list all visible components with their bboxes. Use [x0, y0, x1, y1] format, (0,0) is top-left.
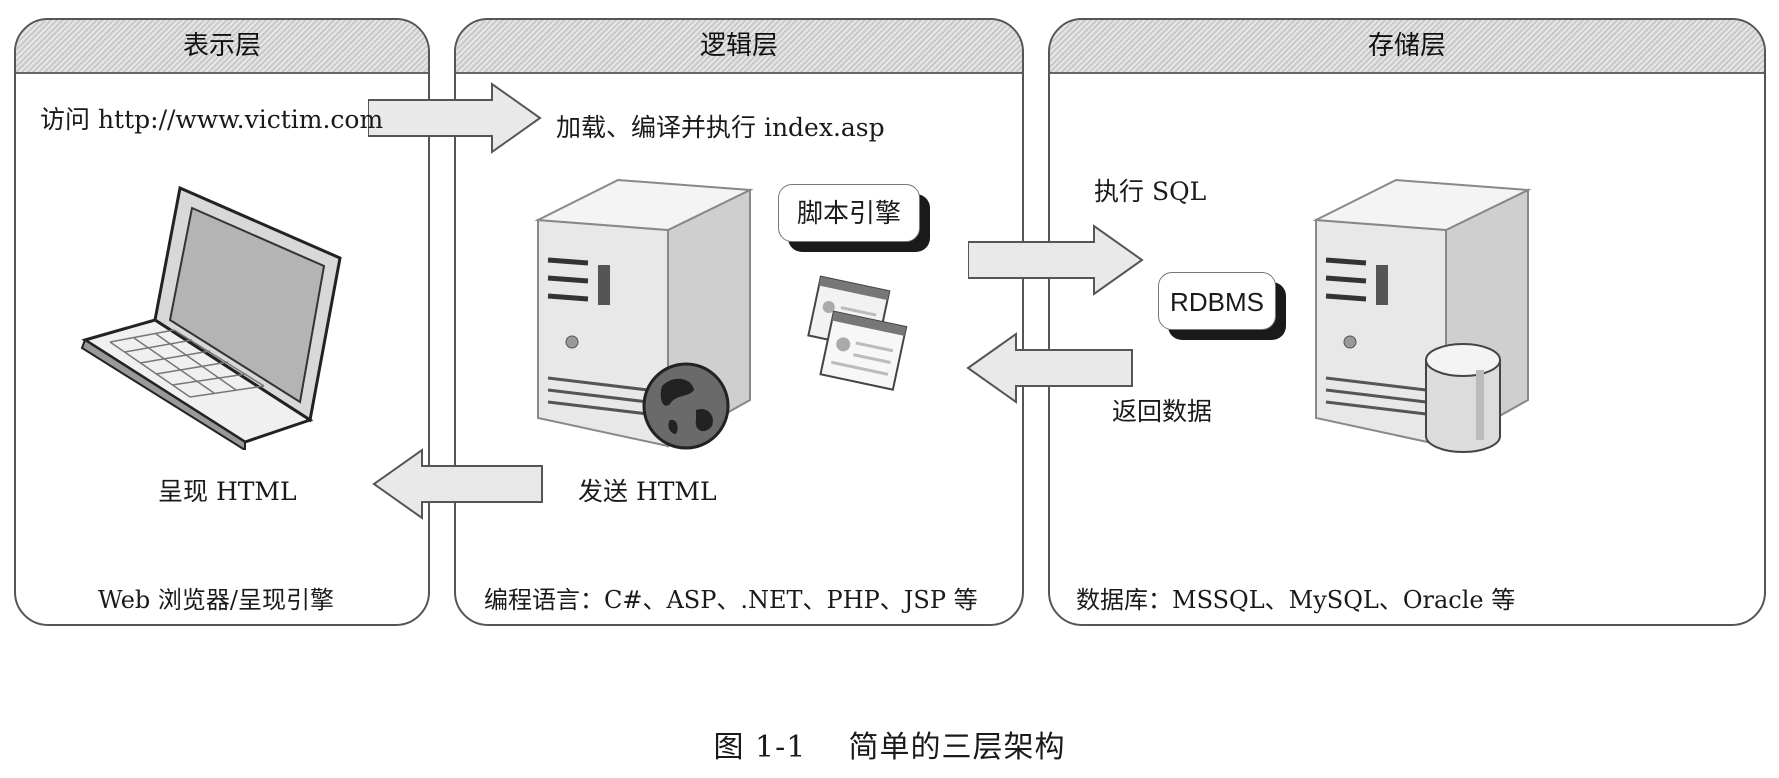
- presentation-caption: Web 浏览器/呈现引擎: [98, 586, 334, 614]
- presentation-tier-header: [16, 20, 428, 74]
- execute-sql-arrow: [968, 224, 1144, 296]
- database-server-icon: [1312, 178, 1532, 448]
- render-html-arrow: [372, 448, 543, 520]
- request-arrow: [368, 82, 542, 154]
- send-html-label: 发送 HTML: [578, 477, 717, 506]
- browser-windows-icon: [807, 275, 908, 391]
- load-execute-label: 加载、编译并执行 index.asp: [556, 113, 885, 142]
- execute-sql-label: 执行 SQL: [1094, 177, 1207, 206]
- globe-icon: [642, 362, 730, 450]
- script-engine-tag: 脚本引擎: [778, 184, 920, 242]
- logic-caption: 编程语言：C#、ASP、.NET、PHP、JSP 等: [484, 586, 978, 614]
- database-cylinder-icon: [1425, 343, 1501, 453]
- storage-tier-title: 存储层: [1367, 31, 1446, 61]
- storage-tier-header: [1050, 20, 1764, 74]
- presentation-tier-title: 表示层: [182, 31, 261, 61]
- rdbms-tag: RDBMS: [1158, 272, 1276, 330]
- laptop-icon: [80, 185, 342, 450]
- return-data-label: 返回数据: [1112, 397, 1213, 426]
- return-data-arrow: [966, 332, 1133, 404]
- visit-url-label: 访问 http://www.victim.com: [40, 105, 384, 134]
- logic-tier-title: 逻辑层: [699, 31, 778, 61]
- logic-tier-header: [456, 20, 1022, 74]
- storage-caption: 数据库：MSSQL、MySQL、Oracle 等: [1076, 586, 1516, 614]
- figure-caption: 图 1-1 简单的三层架构: [713, 730, 1066, 765]
- presentation-tier-panel: 表示层: [14, 18, 430, 626]
- render-html-label: 呈现 HTML: [158, 477, 297, 506]
